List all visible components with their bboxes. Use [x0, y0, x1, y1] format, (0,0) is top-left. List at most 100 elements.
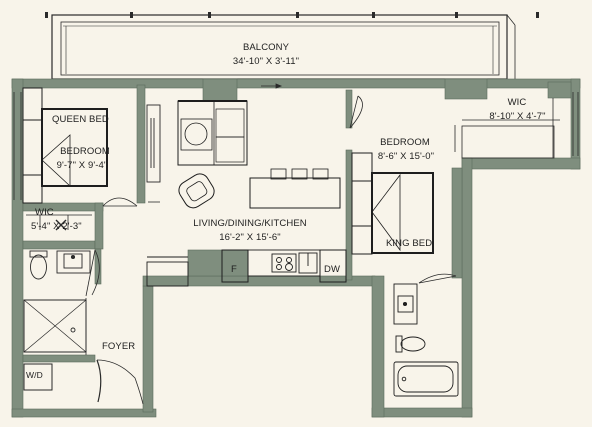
dishwasher-label: DW [324, 264, 341, 275]
vanity [393, 283, 418, 325]
toilet-tank [395, 335, 403, 353]
toilet-tank [29, 250, 48, 258]
living-furniture [177, 100, 341, 209]
tick-mark [455, 12, 458, 18]
wic-left-label: WIC [35, 207, 54, 218]
wall-kitchen-block [187, 249, 249, 277]
armchair [178, 173, 215, 209]
wall-bath-bottom [22, 354, 96, 363]
burner [285, 263, 293, 271]
tick-mark [296, 12, 299, 18]
bedroom-right-door [349, 95, 359, 129]
left-bedroom-dims: 9'-7" X 9'-4" [56, 160, 108, 171]
wall-wic-right [94, 202, 104, 250]
wic-shelf [461, 125, 555, 159]
burner [276, 257, 282, 263]
bedroom-right-door-swing [349, 95, 363, 129]
king-bed-label: KING BED [386, 238, 433, 249]
tick-mark [208, 12, 211, 18]
living-dims: 16'-2" X 15'-6" [219, 232, 281, 243]
bed-sheet-fold [41, 134, 71, 187]
bar-stool [312, 168, 329, 180]
wall-right-lower [461, 157, 473, 418]
column-top [202, 78, 238, 102]
burner [276, 264, 282, 270]
wall-right-upper [570, 78, 581, 170]
left-bathroom [23, 250, 91, 391]
walls [11, 78, 581, 418]
shower-diagonal [23, 299, 61, 331]
column-top-right [444, 78, 488, 100]
right-bathroom [393, 283, 459, 397]
bath-right-door [418, 275, 457, 284]
bar-stool [270, 168, 287, 180]
sink [63, 253, 83, 269]
queen-bed-label: QUEEN BED [52, 114, 109, 125]
foyer-door-leaf [96, 359, 102, 403]
wall-bath-left [371, 275, 385, 418]
balcony-ticks [45, 12, 539, 18]
balcony-label: BALCONY [242, 42, 290, 53]
king-bed [371, 172, 434, 254]
bathtub [393, 361, 459, 397]
wall-right-step [461, 157, 581, 170]
left-bedroom-label: BEDROOM [60, 146, 110, 157]
doors [85, 95, 457, 405]
foyer-door-swing [96, 359, 144, 405]
tv-console [146, 104, 161, 183]
vanity [56, 250, 91, 274]
sink [397, 295, 414, 313]
kitchen-island [249, 177, 341, 209]
wall-bedroom-right-north [345, 89, 353, 129]
faucet [70, 254, 76, 260]
queen-bed [41, 108, 108, 187]
wall-bedroom-divider [136, 84, 146, 204]
balcony-corner-line [506, 14, 516, 26]
wic-wall [547, 81, 572, 99]
wall-bottom-right [371, 407, 473, 418]
burner [286, 257, 292, 263]
queen-bed-group [22, 87, 108, 204]
armchair-seat [186, 181, 208, 202]
faucet [402, 301, 408, 307]
king-bed-group [351, 152, 434, 255]
round-table [184, 122, 208, 146]
tick-mark [45, 12, 48, 18]
wic-left-dims: 5'-4" X 2'-3" [31, 221, 82, 232]
balcony-dims: 34'-10" X 3'-11" [232, 56, 300, 67]
arrow-head [275, 83, 283, 89]
ottoman [180, 118, 213, 151]
tick-mark [372, 12, 375, 18]
wall-top [11, 78, 581, 89]
toilet-bowl [400, 336, 426, 352]
wall-bedroom-right-west [345, 149, 353, 281]
cooktop [271, 253, 297, 273]
kitchen [146, 249, 347, 287]
fridge-label: F [231, 264, 237, 275]
bath-right-door-swing [418, 273, 457, 284]
windows [13, 83, 579, 200]
counter-left [146, 261, 189, 287]
tick-mark [536, 12, 539, 18]
wall-wic-bottom [22, 240, 96, 250]
bathtub-basin [397, 365, 454, 393]
wall-kitchen-bottom [142, 275, 376, 287]
chair-pad [215, 136, 245, 163]
wall-foyer-right [142, 285, 154, 413]
wic-top-dims: 8'-10" X 4'-7" [489, 111, 546, 122]
closet-x [55, 219, 67, 231]
shower-diagonal [59, 329, 87, 353]
bath-door-leaf [85, 249, 96, 297]
washer-dryer [23, 363, 53, 391]
tick-mark [130, 12, 133, 18]
foyer-label: FOYER [102, 341, 136, 352]
wic-top-label: WIC [507, 97, 527, 108]
wic-left-group [26, 214, 92, 231]
wic-right-group [461, 98, 560, 159]
shower-drain [70, 327, 76, 333]
wall-bottom-left [11, 408, 157, 418]
left-bedroom-side [146, 104, 161, 183]
bath-door-swing [91, 249, 100, 296]
armchair-body [178, 173, 215, 209]
